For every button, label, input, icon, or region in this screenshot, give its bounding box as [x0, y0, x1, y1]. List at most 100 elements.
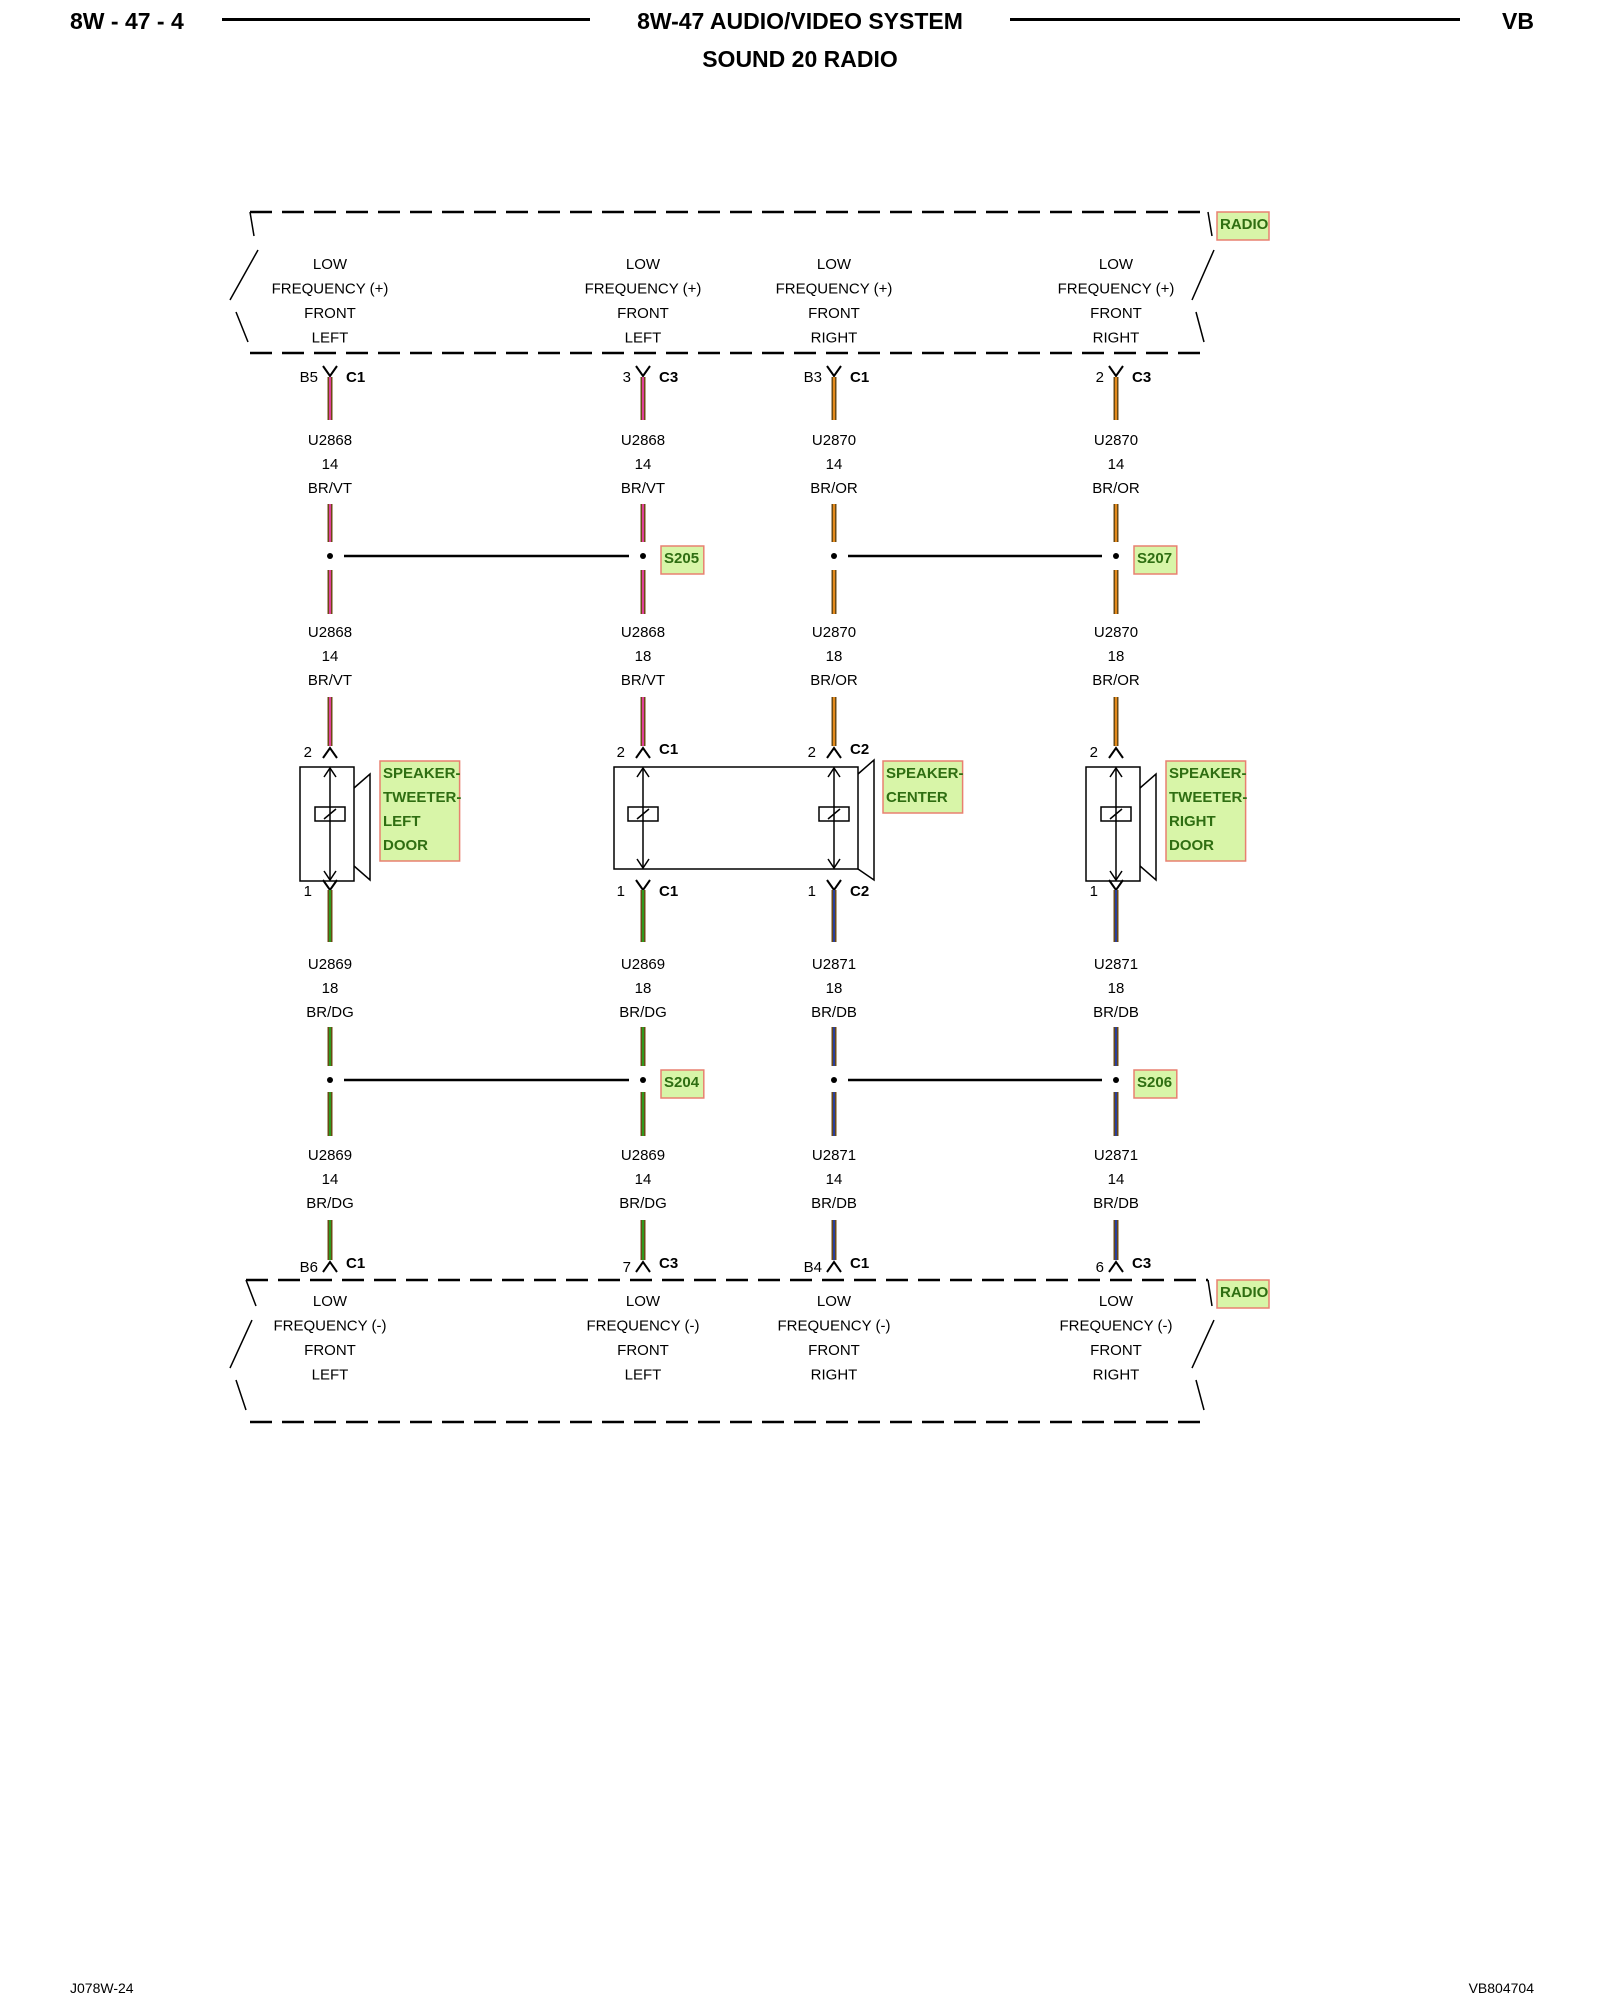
wire-lower-b-label-circuit: U2869 — [621, 1147, 665, 1164]
tweeter-right-coil-icon — [1100, 806, 1132, 822]
splice-lower-left-node-right — [640, 1077, 646, 1083]
radio-bottom-pin-function: FRONT — [617, 1342, 669, 1359]
radio-bottom-pin-function: LOW — [313, 1293, 348, 1310]
radio-bottom-pin-connector: C1 — [346, 1255, 365, 1272]
wire-lower-b-label-circuit: U2871 — [812, 1147, 856, 1164]
speaker-center-label-line: SPEAKER- — [886, 765, 964, 782]
speaker-bottom-pin-cavity: 1 — [1090, 883, 1098, 900]
radio-bottom-break-right — [1191, 1279, 1215, 1411]
radio-top-pin-function: FRONT — [808, 305, 860, 322]
radio-top-pin-fork — [635, 365, 651, 378]
tweeter-left-label-line: LEFT — [383, 813, 421, 830]
footer-figure-code: J078W-24 — [70, 1980, 134, 1996]
radio-top-pin-function: LEFT — [625, 330, 662, 347]
vehicle-code: VB — [1502, 8, 1534, 34]
wire-upper-a-label-gauge: 14 — [1108, 456, 1125, 473]
radio-top-pin-connector: C3 — [659, 369, 678, 386]
wire-upper-b-label-circuit: U2868 — [308, 624, 352, 641]
wire-lower-b-label-color: BR/DG — [619, 1195, 667, 1212]
tweeter-right-label-box — [1165, 760, 1247, 862]
radio-bottom-label-line: RADIO — [1220, 1284, 1269, 1301]
speaker-bottom-pin-connector: C1 — [659, 883, 678, 900]
radio-bottom-pin-cavity: 6 — [1096, 1259, 1104, 1276]
speaker-top-pin-fork — [1108, 746, 1124, 759]
speaker-center-label-box — [882, 760, 964, 814]
wire-upper-b-label-color: BR/OR — [1092, 672, 1140, 689]
speaker-top-pin-connector: C1 — [659, 741, 678, 758]
wire-upper-b-label-color: BR/OR — [810, 672, 858, 689]
page-number: 8W - 47 - 4 — [70, 8, 184, 34]
speaker-top-pin-cavity: 2 — [304, 744, 312, 761]
wire-upper-a-label-circuit: U2870 — [812, 432, 856, 449]
splice-lower-left-label-line: S204 — [664, 1074, 700, 1091]
header-rule-right — [1010, 18, 1460, 21]
speaker-bottom-pin-fork — [826, 879, 842, 892]
wire-lower-a-label-circuit: U2869 — [308, 956, 352, 973]
tweeter-right-label-line: DOOR — [1169, 837, 1214, 854]
wire-lower-b-label-circuit: U2871 — [1094, 1147, 1138, 1164]
wire-upper-b-label-color: BR/VT — [621, 672, 665, 689]
radio-bottom-pin-connector: C3 — [659, 1255, 678, 1272]
radio-bottom-pin-connector: C1 — [850, 1255, 869, 1272]
radio-top-pin-connector: C1 — [346, 369, 365, 386]
radio-top-pin-cavity: B3 — [804, 369, 822, 386]
radio-top-pin-function: LOW — [313, 256, 348, 273]
radio-bottom-pin-function: LOW — [626, 1293, 661, 1310]
radio-bottom-pin-cavity: B6 — [300, 1259, 318, 1276]
tweeter-right-cone-icon — [1139, 772, 1157, 882]
wire-upper-b-label-gauge: 18 — [1108, 648, 1125, 665]
wire-lower-b-label-gauge: 14 — [322, 1171, 339, 1188]
speaker-top-pin-connector: C2 — [850, 741, 869, 758]
splice-upper-right-node-right — [1113, 553, 1119, 559]
tweeter-left-label-line: SPEAKER- — [383, 765, 461, 782]
tweeter-right-label-line: SPEAKER- — [1169, 765, 1247, 782]
wire-upper-a-label-gauge: 14 — [322, 456, 339, 473]
radio-top-pin-connector: C1 — [850, 369, 869, 386]
wire-lower-b-label-gauge: 14 — [1108, 1171, 1125, 1188]
radio-bottom-pin-function: FRONT — [304, 1342, 356, 1359]
speaker-center-terminal-arrow-c2-head-down — [827, 858, 841, 870]
wire-upper-b-label-gauge: 18 — [635, 648, 652, 665]
radio-bottom-break-left — [229, 1279, 257, 1411]
radio-top-pin-cavity: B5 — [300, 369, 318, 386]
speaker-top-pin-cavity: 2 — [617, 744, 625, 761]
tweeter-right-terminal-arrow-head-up — [1109, 766, 1123, 778]
wire-upper-b-label-circuit: U2870 — [1094, 624, 1138, 641]
radio-top-break-right — [1191, 211, 1215, 343]
speaker-bottom-pin-cavity: 1 — [304, 883, 312, 900]
radio-top-pin-function: FREQUENCY (+) — [1058, 281, 1175, 298]
radio-top-label-line: RADIO — [1220, 216, 1269, 233]
tweeter-right-label-line: RIGHT — [1169, 813, 1216, 830]
speaker-top-pin-fork — [635, 746, 651, 759]
wire-lower-b-label-color: BR/DB — [811, 1195, 857, 1212]
wire-lower-a-label-gauge: 18 — [1108, 980, 1125, 997]
footer-drawing-code: VB804704 — [1468, 1980, 1534, 1996]
splice-lower-left-label-box — [660, 1069, 705, 1099]
speaker-bottom-pin-connector: C2 — [850, 883, 869, 900]
speaker-center-coil-c2-icon-slash — [827, 808, 841, 820]
radio-top-pin-function: LEFT — [312, 330, 349, 347]
speaker-center-coil-c1-icon-slash — [636, 808, 650, 820]
radio-top-break-left — [229, 211, 259, 343]
splice-upper-right-label-line: S207 — [1137, 550, 1172, 567]
radio-bottom-pin-function: LOW — [1099, 1293, 1134, 1310]
wire-upper-a-label-color: BR/OR — [1092, 480, 1140, 497]
radio-bottom-pin-cavity: B4 — [804, 1259, 822, 1276]
page-subtitle: SOUND 20 RADIO — [702, 46, 898, 72]
tweeter-left-label-line: DOOR — [383, 837, 428, 854]
wire-upper-b-label-gauge: 18 — [826, 648, 843, 665]
radio-bottom-pin-fork — [322, 1260, 338, 1273]
wire-upper-a-label-color: BR/VT — [621, 480, 665, 497]
splice-upper-right-label-box — [1133, 545, 1178, 575]
wire-upper-b-label-gauge: 14 — [322, 648, 339, 665]
speaker-top-pin-cavity: 2 — [1090, 744, 1098, 761]
splice-upper-left-label-box — [660, 545, 705, 575]
radio-top-pin-function: FRONT — [304, 305, 356, 322]
wire-upper-a-label-circuit: U2870 — [1094, 432, 1138, 449]
wire-lower-a-label-circuit: U2871 — [812, 956, 856, 973]
splice-lower-left-node-left — [327, 1077, 333, 1083]
speaker-center-terminal-arrow-c2-head-up — [827, 766, 841, 778]
speaker-bottom-pin-cavity: 1 — [808, 883, 816, 900]
wire-upper-a-label-gauge: 14 — [826, 456, 843, 473]
